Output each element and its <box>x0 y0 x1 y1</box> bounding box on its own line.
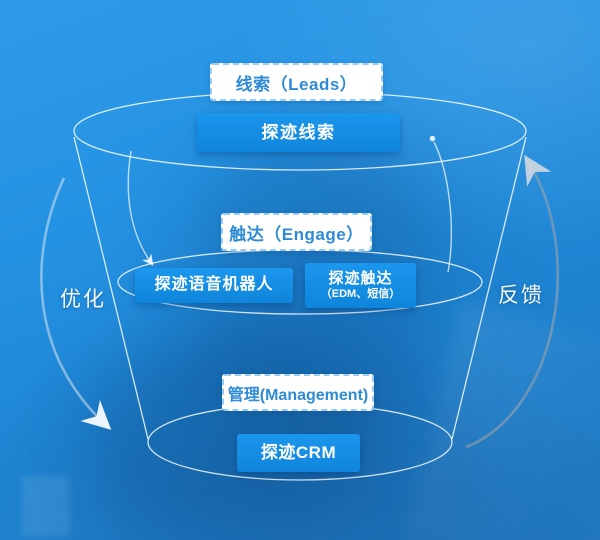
optimize-label: 优化 <box>60 288 106 311</box>
funnel-right-edge <box>451 136 527 440</box>
product-button-voice-robot[interactable]: 探迹语音机器人 <box>135 268 293 303</box>
feedback-label: 反馈 <box>498 284 544 307</box>
product-button-label: 探迹触达 <box>328 270 393 288</box>
funnel-left-edge <box>73 136 149 440</box>
product-button-tanji-crm[interactable]: 探迹CRM <box>237 434 360 472</box>
product-button-sublabel: （EDM、短信） <box>320 288 401 301</box>
product-button-label: 探迹线索 <box>261 122 336 142</box>
stage-label-engage: 触达（Engage） <box>221 213 372 251</box>
stage-label-leads: 线索（Leads） <box>210 63 383 101</box>
optimize-arrow <box>40 177 112 430</box>
stage-label-management: 管理(Management) <box>222 374 374 411</box>
product-button-tanji-leads[interactable]: 探迹线索 <box>197 113 400 152</box>
product-button-tanji-touch[interactable]: 探迹触达 （EDM、短信） <box>305 263 416 308</box>
product-button-label: 探迹语音机器人 <box>154 276 274 294</box>
product-button-label: 探迹CRM <box>260 443 337 463</box>
stage-label-engage-text: 触达（Engage） <box>229 224 364 244</box>
flow-down-arrow <box>127 150 154 266</box>
stage-label-management-text: 管理(Management) <box>227 386 369 404</box>
stage-label-leads-text: 线索（Leads） <box>235 74 358 94</box>
flow-up-arrow <box>429 135 452 273</box>
feedback-arrow <box>465 154 560 449</box>
